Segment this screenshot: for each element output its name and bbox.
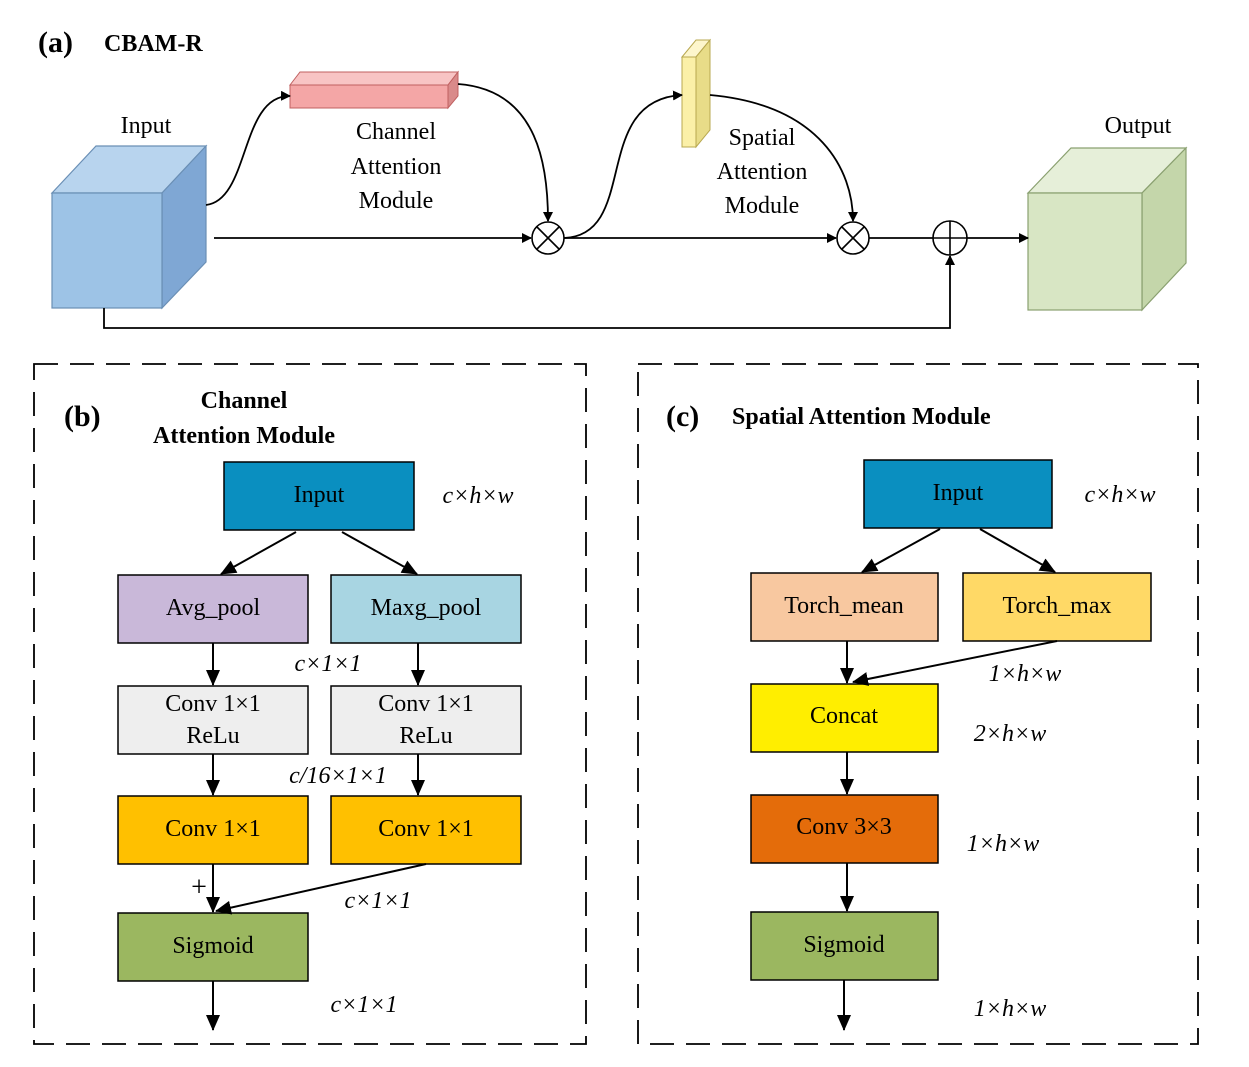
panel-a-connections [103,83,1029,329]
c-input-label: Input [933,480,984,506]
c-conv-dim: 1×h×w [967,831,1039,857]
multiply-operator-1 [531,221,565,255]
c-torch-mean-label: Torch_mean [784,593,904,619]
b-conv-relu-b-line2: ReLu [399,723,452,749]
input-cube [50,144,208,310]
panel-c-title: Spatial Attention Module [732,404,991,430]
c-torch-max-box [962,572,1152,642]
panel-c-label: (c) [666,400,699,433]
b-sum-dim: c×1×1 [344,888,411,914]
b-conv-relu-box-b [330,685,522,755]
multiply-operator-2 [836,221,870,255]
panel-a: (a) CBAM-R Input Output Channel Attentio… [38,26,1188,329]
b-reduced-dim: c/16×1×1 [289,763,387,789]
b-sigmoid-label: Sigmoid [172,933,253,959]
panel-a-label: (a) [38,26,73,59]
panel-c: (c) Spatial Attention Module Input c×h×w… [637,363,1199,1045]
b-plus-sign: + [191,872,207,903]
c-sigmoid-box [750,911,939,981]
add-operator [932,220,968,256]
c-conv-label: Conv 3×3 [796,814,892,840]
c-input-box [863,459,1053,529]
b-conv-box-a [117,795,309,865]
c-pool-dim: 1×h×w [989,661,1061,687]
panel-b-title-line1: Channel [201,388,288,414]
output-label: Output [1105,113,1172,139]
c-torch-max-label: Torch_max [1003,593,1112,619]
b-input-label: Input [294,482,345,508]
channel-module-line1: Channel [356,119,436,145]
b-conv-b-label: Conv 1×1 [378,816,474,842]
c-output-dim: 1×h×w [974,996,1046,1022]
b-input-box [223,461,415,531]
b-output-dim: c×1×1 [330,992,397,1018]
b-sigmoid-box [117,912,309,982]
panel-b-border [33,363,587,1045]
c-torch-mean-box [750,572,939,642]
b-max-pool-box [330,574,522,644]
c-sigmoid-label: Sigmoid [803,932,884,958]
channel-module-line3: Module [359,188,434,214]
spatial-module-line3: Module [725,193,800,219]
channel-attention-bar [288,70,460,110]
b-conv-relu-box-a [117,685,309,755]
b-conv-a-label: Conv 1×1 [165,816,261,842]
b-conv-relu-b-line1: Conv 1×1 [378,691,474,717]
c-concat-dim: 2×h×w [974,721,1046,747]
panel-b-arrows [206,531,427,1031]
b-conv-box-b [330,795,522,865]
panel-c-arrows [837,528,1058,1031]
channel-module-line2: Attention [351,154,442,180]
panel-a-title: CBAM-R [104,31,203,57]
spatial-module-line2: Attention [717,159,808,185]
panel-c-border [637,363,1199,1045]
output-cube [1026,146,1188,312]
c-input-dim: c×h×w [1084,482,1155,508]
b-pool-dim: c×1×1 [294,651,361,677]
panel-b-title-line2: Attention Module [153,423,335,449]
c-concat-box [750,683,939,753]
b-max-pool-label: Maxg_pool [371,595,482,621]
b-avg-pool-box [117,574,309,644]
b-conv-relu-a-line2: ReLu [186,723,239,749]
spatial-module-line1: Spatial [729,125,796,151]
spatial-attention-slab [680,38,712,149]
b-input-dim: c×h×w [442,483,513,509]
b-conv-relu-a-line1: Conv 1×1 [165,691,261,717]
input-label: Input [121,113,172,139]
panel-b-label: (b) [64,400,101,433]
b-avg-pool-label: Avg_pool [166,595,261,621]
panel-b: (b) Channel Attention Module Input c×h×w… [33,363,587,1045]
c-concat-label: Concat [810,703,878,729]
c-conv-box [750,794,939,864]
